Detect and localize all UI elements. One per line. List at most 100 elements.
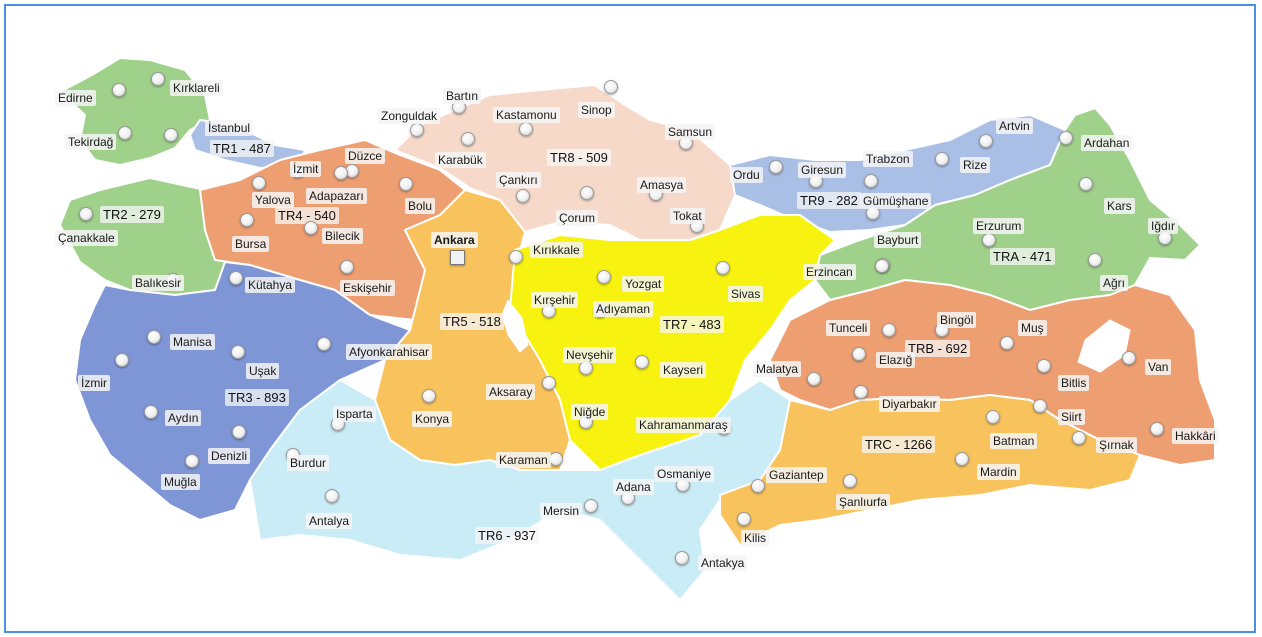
- city-marker-sirnak[interactable]: [1072, 431, 1086, 445]
- city-marker-kastamonu[interactable]: [519, 122, 533, 136]
- city-marker-antakya[interactable]: [675, 551, 689, 565]
- city-marker-usak[interactable]: [231, 345, 245, 359]
- city-marker-istanbul[interactable]: [164, 128, 178, 142]
- city-label-kirsehir: Kırşehir: [531, 292, 579, 308]
- city-marker-karabuk[interactable]: [461, 132, 475, 146]
- city-label-van: Van: [1145, 359, 1172, 375]
- city-label-kastamonu: Kastamonu: [493, 107, 560, 123]
- city-marker-kirklareli[interactable]: [151, 72, 165, 86]
- city-marker-ankara[interactable]: [450, 250, 465, 265]
- city-marker-afyonkarahisar[interactable]: [317, 337, 331, 351]
- city-label-bitlis: Bitlis: [1058, 375, 1090, 391]
- city-label-hakkari: Hakkâri: [1172, 428, 1219, 444]
- city-marker-konya[interactable]: [422, 389, 436, 403]
- city-marker-sinop[interactable]: [604, 80, 618, 94]
- city-marker-kilis[interactable]: [737, 512, 751, 526]
- city-label-kirklareli: Kırklareli: [170, 80, 223, 96]
- city-marker-bolu[interactable]: [399, 177, 413, 191]
- city-label-artvin: Artvin: [996, 118, 1033, 134]
- city-label-duzce: Düzce: [345, 148, 386, 164]
- city-marker-trabzon[interactable]: [864, 174, 878, 188]
- city-label-rize: Rize: [960, 157, 991, 173]
- region-label-tr7: TR7 - 483: [660, 316, 724, 333]
- city-marker-nevsehir[interactable]: [579, 361, 593, 375]
- city-label-bursa: Bursa: [232, 236, 270, 252]
- city-label-bingol: Bingöl: [937, 312, 977, 328]
- city-marker-bursa[interactable]: [240, 213, 254, 227]
- city-marker-rize[interactable]: [935, 152, 949, 166]
- city-marker-diyarbakir[interactable]: [854, 385, 868, 399]
- city-marker-mersin[interactable]: [584, 499, 598, 513]
- city-marker-kirikkale[interactable]: [509, 250, 523, 264]
- city-label-nevsehir: Nevşehir: [563, 347, 617, 363]
- city-marker-elazig[interactable]: [852, 347, 866, 361]
- city-label-karabuk: Karabük: [435, 152, 486, 168]
- city-label-batman: Batman: [990, 433, 1038, 449]
- city-label-afyonkarahisar: Afyonkarahisar: [346, 344, 433, 360]
- city-label-burdur: Burdur: [287, 455, 330, 471]
- city-marker-mugla[interactable]: [185, 454, 199, 468]
- city-label-kutahya: Kütahya: [245, 277, 296, 293]
- region-label-tr1: TR1 - 487: [210, 140, 274, 157]
- city-marker-tekirdag[interactable]: [118, 126, 132, 140]
- city-marker-canakkale[interactable]: [79, 207, 93, 221]
- city-marker-gaziantep[interactable]: [751, 479, 765, 493]
- city-marker-ordu[interactable]: [769, 160, 783, 174]
- city-marker-kars[interactable]: [1079, 177, 1093, 191]
- city-marker-agri[interactable]: [1088, 253, 1102, 267]
- region-label-tr2: TR2 - 279: [100, 206, 164, 223]
- city-marker-bitlis[interactable]: [1037, 359, 1051, 373]
- city-marker-adapazari[interactable]: [334, 166, 348, 180]
- city-marker-izmir[interactable]: [115, 353, 129, 367]
- region-label-tr3: TR3 - 893: [225, 389, 289, 406]
- city-marker-sivas[interactable]: [716, 261, 730, 275]
- city-marker-batman[interactable]: [986, 410, 1000, 424]
- city-marker-erzincan[interactable]: [875, 259, 889, 273]
- city-marker-kutahya[interactable]: [229, 271, 243, 285]
- city-marker-kayseri[interactable]: [635, 355, 649, 369]
- city-marker-karaman[interactable]: [549, 452, 563, 466]
- city-marker-aydin[interactable]: [144, 405, 158, 419]
- city-marker-malatya[interactable]: [807, 372, 821, 386]
- city-label-sinop: Sinop: [578, 102, 615, 118]
- city-marker-cankiri[interactable]: [516, 189, 530, 203]
- city-label-edirne: Edirne: [55, 90, 96, 106]
- city-marker-sanliurfa[interactable]: [843, 474, 857, 488]
- city-marker-yalova[interactable]: [252, 176, 266, 190]
- city-marker-tunceli[interactable]: [882, 323, 896, 337]
- city-label-bartin: Bartın: [443, 88, 482, 104]
- city-marker-antalya[interactable]: [325, 489, 339, 503]
- city-label-kirikkale: Kırıkkale: [530, 242, 583, 258]
- city-label-siirt: Siirt: [1058, 409, 1085, 425]
- city-marker-artvin[interactable]: [979, 134, 993, 148]
- city-marker-erzurum[interactable]: [982, 233, 996, 247]
- city-label-balikesir: Balıkesir: [132, 275, 185, 291]
- city-marker-eskisehir[interactable]: [340, 260, 354, 274]
- city-label-tunceli: Tunceli: [826, 320, 871, 336]
- city-marker-mardin[interactable]: [955, 452, 969, 466]
- city-label-sivas: Sivas: [728, 286, 764, 302]
- city-label-kilis: Kilis: [741, 530, 770, 546]
- city-label-diyarbakir: Diyarbakır: [879, 396, 940, 412]
- city-label-ankara: Ankara: [431, 232, 478, 248]
- city-marker-denizli[interactable]: [232, 425, 246, 439]
- region-label-tra: TRA - 471: [990, 248, 1055, 265]
- region-label-tr5: TR5 - 518: [440, 313, 504, 330]
- city-marker-bilecik[interactable]: [304, 221, 318, 235]
- city-label-antalya: Antalya: [306, 513, 353, 529]
- city-marker-zonguldak[interactable]: [410, 123, 424, 137]
- city-marker-corum[interactable]: [580, 186, 594, 200]
- city-marker-edirne[interactable]: [112, 83, 126, 97]
- city-marker-manisa[interactable]: [147, 330, 161, 344]
- city-marker-van[interactable]: [1122, 351, 1136, 365]
- city-marker-ardahan[interactable]: [1059, 131, 1073, 145]
- city-label-gumushane: Gümüşhane: [860, 193, 932, 209]
- city-marker-mus[interactable]: [1000, 336, 1014, 350]
- city-label-igdir: Iğdır: [1148, 218, 1179, 234]
- city-marker-yozgat[interactable]: [597, 270, 611, 284]
- city-label-amasya: Amasya: [637, 177, 687, 193]
- city-marker-aksaray[interactable]: [542, 376, 556, 390]
- city-marker-hakkari[interactable]: [1150, 422, 1164, 436]
- city-marker-siirt[interactable]: [1033, 399, 1047, 413]
- region-shape-TRC: [719, 394, 1141, 546]
